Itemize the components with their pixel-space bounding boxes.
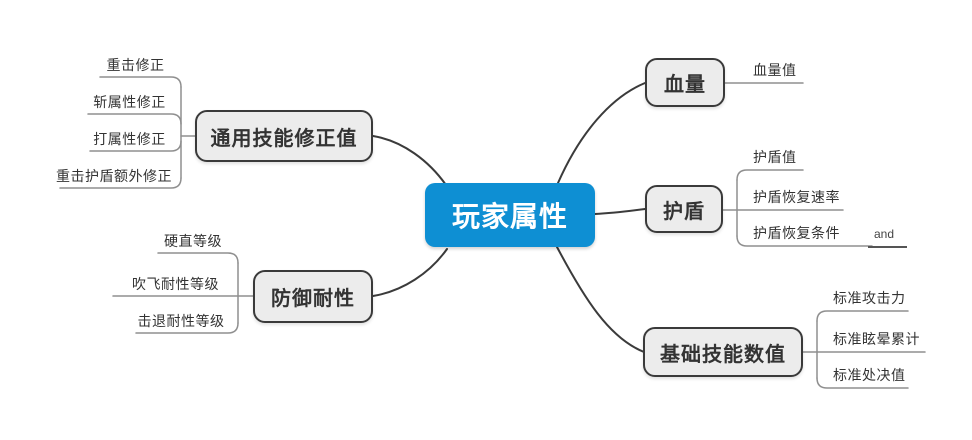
branch-topic-label: 通用技能修正值 (210, 127, 358, 150)
child-line-heavy-hit-modifier (99, 76, 182, 88)
leaf-topic-standard-stun[interactable]: 标准眩晕累计 (833, 331, 920, 347)
branch-topic-health[interactable]: 血量 (645, 58, 725, 107)
summary-label-and[interactable]: and (874, 227, 895, 241)
branch-curve-defense-resistance (372, 248, 448, 297)
leaf-topic-shield-regen-rate[interactable]: 护盾恢复速率 (753, 189, 840, 205)
branch-curve-shield (594, 208, 646, 215)
child-connectors (59, 76, 926, 389)
leaf-topic-slash-modifier[interactable]: 斩属性修正 (93, 94, 166, 110)
leaf-topic-shield-regen-condition[interactable]: 护盾恢复条件 (753, 225, 840, 241)
branch-topic-label: 血量 (664, 74, 706, 96)
leaf-topic-standard-attack[interactable]: 标准攻击力 (833, 290, 906, 306)
child-line-standard-execution (816, 377, 909, 389)
branch-topic-label: 防御耐性 (271, 288, 355, 310)
branch-curve-general-skill-modifiers (372, 135, 447, 186)
leaf-topic-shield-value[interactable]: 护盾值 (753, 149, 797, 165)
branch-topic-label: 护盾 (663, 200, 705, 223)
child-line-stagger-level (157, 252, 239, 264)
branch-topic-defense-resistance[interactable]: 防御耐性 (253, 270, 373, 323)
leaf-topic-heavy-hit-modifier[interactable]: 重击修正 (106, 57, 165, 73)
branch-curve-base-skill-values (556, 246, 645, 353)
branch-topic-shield[interactable]: 护盾 (645, 185, 723, 233)
leaf-topic-strike-modifier[interactable]: 打属性修正 (93, 131, 166, 147)
root-topic-player-attributes[interactable]: 玩家属性 (425, 183, 595, 247)
child-line-heavy-shield-extra-modifier (59, 177, 182, 189)
branch-topic-label: 基础技能数值 (660, 343, 786, 366)
child-line-knockback-resist-level (135, 322, 239, 334)
leaf-topic-stagger-level[interactable]: 硬直等级 (164, 233, 222, 249)
child-line-standard-attack (816, 310, 909, 322)
leaf-topic-launch-resist-level[interactable]: 吹飞耐性等级 (132, 276, 219, 292)
child-line-slash-modifier (87, 113, 182, 125)
branch-curve-health (557, 82, 646, 184)
child-line-shield-value (736, 169, 804, 181)
child-line-shield-regen-condition (736, 235, 873, 247)
branch-topic-base-skill-values[interactable]: 基础技能数值 (643, 327, 803, 377)
root-topic-label: 玩家属性 (451, 201, 568, 232)
branch-topic-general-skill-modifiers[interactable]: 通用技能修正值 (195, 110, 373, 162)
leaf-topic-standard-execution[interactable]: 标准处决值 (833, 367, 906, 383)
branch-curves (372, 82, 646, 353)
leaf-topic-knockback-resist-level[interactable]: 击退耐性等级 (137, 313, 225, 329)
leaf-topic-heavy-shield-extra-modifier[interactable]: 重击护盾额外修正 (56, 168, 172, 184)
leaf-topic-health-value[interactable]: 血量值 (753, 62, 797, 78)
